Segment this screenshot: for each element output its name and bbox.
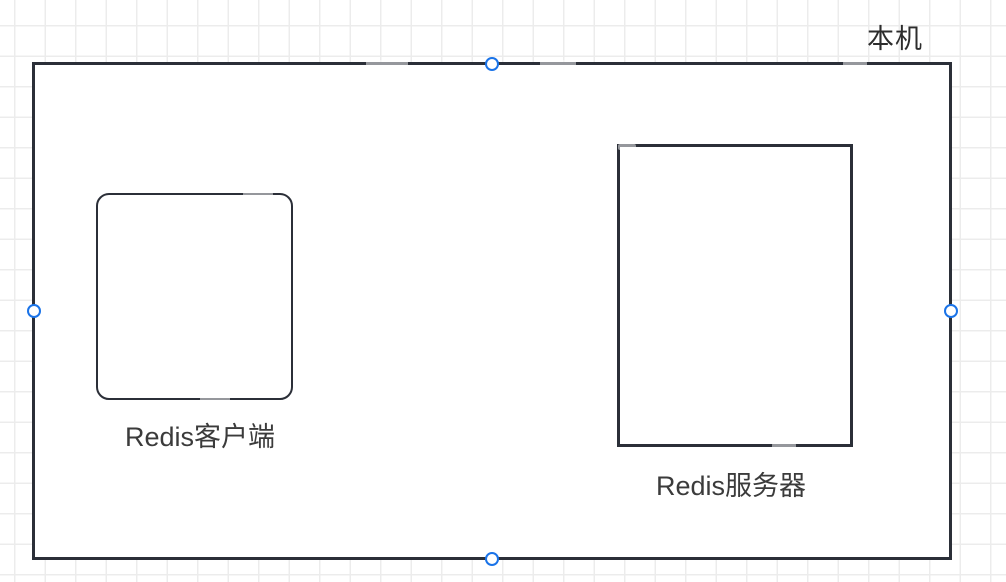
machine-box-label: 本机 xyxy=(867,24,923,54)
selection-handle-right[interactable] xyxy=(943,304,958,318)
redis-client-node[interactable] xyxy=(96,193,293,400)
redis-client-label: Redis客户端 xyxy=(124,422,276,452)
selection-handle-left[interactable] xyxy=(26,304,41,318)
selection-handle-top[interactable] xyxy=(484,56,499,71)
selection-handle-bottom[interactable] xyxy=(484,551,499,566)
redis-server-node[interactable] xyxy=(617,144,853,447)
redis-server-label: Redis服务器 xyxy=(655,471,807,501)
